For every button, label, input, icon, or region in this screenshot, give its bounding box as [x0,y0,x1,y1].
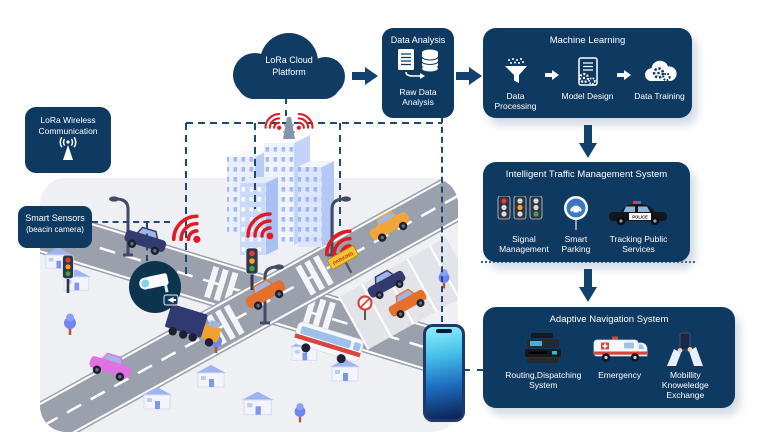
dispatch-machine-icon [525,332,562,363]
navigation-item-label: Emergency [598,369,642,380]
lora-cloud: LoRa Cloud Platform [233,31,345,101]
navigation-item-label: Routing,Dispatching System [505,369,582,390]
arrow-right-small [544,69,559,80]
ambulance-icon [593,336,648,362]
parking-sign-icon [563,195,588,230]
connector-sensors-to-wifi [92,221,170,223]
traffic-item-label: Smart Parking [561,233,591,254]
city-scene: PARKING [40,113,458,432]
navigation-system-box: Adaptive Navigation System Routing,Dispa… [483,307,735,408]
data-analysis-caption: Raw Data Analysis [399,86,437,108]
traffic-system-box: Intelligent Traffic Management System Si… [483,162,690,262]
connector-phone-to-navigation [464,369,483,371]
tower-front [240,177,278,255]
data-analysis-box: Data Analysis Raw Data Analysis [382,28,454,118]
arrow-right-small [616,69,631,80]
connector-sensors-to-camera [146,223,148,261]
traffic-system-title: Intelligent Traffic Management System [505,169,668,180]
dotted-separator [481,261,695,263]
traffic-lights-icon [497,195,543,228]
ml-item-label: Data Training [634,90,685,101]
ml-item-label: Model Design [561,90,614,101]
lora-wireless-label: LoRa Wireless Communication [38,115,98,136]
cctv-camera-badge [129,261,181,313]
city-buildings [227,135,334,255]
connector-cloud-to-city [285,98,287,116]
navigation-system-title: Adaptive Navigation System [549,314,669,325]
police-car-text: POLICE [632,215,648,220]
cloud-gears-icon [644,61,677,82]
arrow-down [579,125,597,158]
phone-notch [436,329,452,333]
lora-wireless-box: LoRa Wireless Communication [25,107,111,173]
ml-item-label: Data Processing [494,90,537,111]
hands-phone-icon [667,332,704,366]
camera-send-icon [163,294,179,306]
arrow-right [456,67,482,85]
smart-sensors-title: Smart Sensors [25,213,85,223]
traffic-item-label: Tracking Public Services [609,233,668,254]
arrow-right [352,67,378,85]
smart-sensors-subtitle: (beacin camera) [26,225,84,234]
antenna-icon [59,137,77,161]
rooftop-antenna-icon [264,113,314,139]
raw-data-icon [398,48,439,79]
bus [293,321,364,364]
tower-right [298,161,334,247]
data-analysis-title: Data Analysis [390,35,446,45]
cloud-shape [237,65,341,99]
no-entry-sign [357,295,373,320]
navigation-item-label: Mobillity Knoweledge Exchange [661,369,709,400]
police-car-icon: POLICE [608,200,667,226]
smart-sensors-box: Smart Sensors (beacin camera) [18,206,92,248]
machine-learning-box: Machine Learning Data Processing Model D… [483,28,692,118]
connector-analysis-to-phone [441,117,443,322]
smartphone [423,324,465,422]
funnel-icon [504,57,527,83]
arrow-down [579,269,597,302]
model-document-icon [577,57,598,86]
traffic-item-label: Signal Management [499,233,549,254]
cloud-label: LoRa Cloud Platform [265,55,313,77]
truck [165,304,222,347]
city-dashed-lines [185,122,442,277]
machine-learning-title: Machine Learning [549,35,626,46]
